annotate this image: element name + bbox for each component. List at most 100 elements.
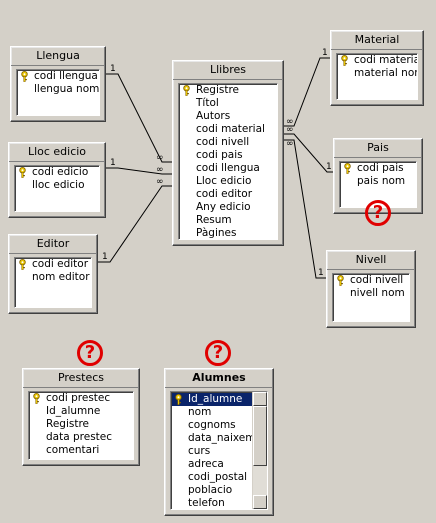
field-row[interactable]: Títol xyxy=(179,97,277,110)
field-label: codi pais xyxy=(196,149,243,161)
field-row[interactable]: Lloc edicio xyxy=(179,175,277,188)
field-label: curs xyxy=(188,445,211,457)
field-row[interactable]: poblacio xyxy=(171,484,252,497)
field-label: codi edicio xyxy=(32,166,89,178)
field-label: codi material xyxy=(354,54,418,66)
field-label: Registre xyxy=(196,84,239,96)
primary-key-icon xyxy=(19,259,26,270)
field-label: Id_alumne xyxy=(188,393,243,405)
field-row[interactable]: codi_postal xyxy=(171,471,252,484)
field-label: nom editor xyxy=(32,271,90,283)
field-row[interactable]: cognoms xyxy=(171,419,252,432)
many-label: ∞ xyxy=(286,125,294,135)
field-row[interactable]: nivell nom xyxy=(333,287,409,300)
many-label: ∞ xyxy=(286,117,294,127)
field-row[interactable]: data prestec xyxy=(29,431,133,444)
table-title: Alumnes xyxy=(165,369,273,388)
scroll-up-button[interactable] xyxy=(253,392,267,406)
field-row[interactable]: Id_alumne xyxy=(172,393,252,406)
field-row[interactable]: data_naixement xyxy=(171,432,267,445)
field-row[interactable]: adreca xyxy=(171,458,252,471)
field-row[interactable]: telefon xyxy=(171,497,252,509)
field-row[interactable]: codi llengua xyxy=(17,70,99,83)
field-row[interactable]: codi prestec xyxy=(29,392,133,405)
field-row[interactable]: lloc edicio xyxy=(15,179,99,192)
field-label: codi material xyxy=(196,123,265,135)
table-title: Nivell xyxy=(327,251,415,270)
primary-key-icon xyxy=(19,167,26,178)
field-label: codi prestec xyxy=(46,392,111,404)
field-row[interactable]: codi pais xyxy=(340,162,416,175)
field-row[interactable]: llengua nom xyxy=(17,83,99,96)
primary-key-icon xyxy=(337,275,344,286)
field-row[interactable]: Any edicio xyxy=(179,201,277,214)
scroll-thumb[interactable] xyxy=(253,406,267,466)
field-label: nom xyxy=(188,406,212,418)
one-label: 1 xyxy=(102,252,108,262)
table-title: Pais xyxy=(334,139,422,158)
field-row[interactable]: codi nivell xyxy=(333,274,409,287)
field-row[interactable]: Autors xyxy=(179,110,277,123)
one-label: 1 xyxy=(110,64,116,74)
field-row[interactable]: Resum xyxy=(179,214,277,227)
field-row[interactable]: curs xyxy=(171,445,252,458)
field-row[interactable]: nom editor xyxy=(15,271,91,284)
primary-key-icon xyxy=(21,71,28,82)
field-label: telefon xyxy=(188,497,225,509)
field-row[interactable]: codi pais xyxy=(179,149,277,162)
primary-key-icon xyxy=(33,393,40,404)
field-label: codi pais xyxy=(357,162,404,174)
one-label: 1 xyxy=(322,48,328,58)
field-label: data prestec xyxy=(46,431,113,443)
relation-llibres-nivell xyxy=(284,139,326,279)
field-row[interactable]: Id_alumne xyxy=(29,405,133,418)
scroll-down-button[interactable] xyxy=(253,495,267,509)
relation-llibres-material xyxy=(284,57,330,127)
field-row[interactable]: codi editor xyxy=(15,258,91,271)
field-row[interactable]: Pàgines xyxy=(179,227,277,239)
relation-editor-llibres xyxy=(98,185,172,263)
table-title: Material xyxy=(331,31,423,50)
field-label: Pàgines xyxy=(196,227,237,239)
field-row[interactable]: codi material xyxy=(179,123,277,136)
field-row[interactable]: pais nom xyxy=(340,175,416,188)
table-title: Llibres xyxy=(173,61,283,80)
field-row[interactable]: codi editor xyxy=(179,188,277,201)
field-row[interactable]: codi material xyxy=(337,54,417,67)
field-label: codi editor xyxy=(32,258,89,270)
field-row[interactable]: codi nivell xyxy=(179,136,277,149)
field-row[interactable]: codi edicio xyxy=(15,166,99,179)
field-row[interactable]: nom xyxy=(171,406,252,419)
field-row[interactable]: Registre xyxy=(29,418,133,431)
relation-llibres-pais xyxy=(284,133,333,173)
scrollbar[interactable] xyxy=(252,392,267,509)
field-row[interactable]: Registre xyxy=(179,84,277,97)
field-row[interactable]: codi llengua xyxy=(179,162,277,175)
many-label: ∞ xyxy=(156,153,164,163)
field-label: material nom xyxy=(354,67,418,79)
field-row[interactable]: material nom xyxy=(337,67,417,80)
field-label: poblacio xyxy=(188,484,233,496)
field-label: codi llengua xyxy=(196,162,260,174)
question-mark-icon: ? xyxy=(77,340,103,366)
field-label: Registre xyxy=(46,418,89,430)
one-label: 1 xyxy=(110,158,116,168)
field-row[interactable]: comentari xyxy=(29,444,133,457)
